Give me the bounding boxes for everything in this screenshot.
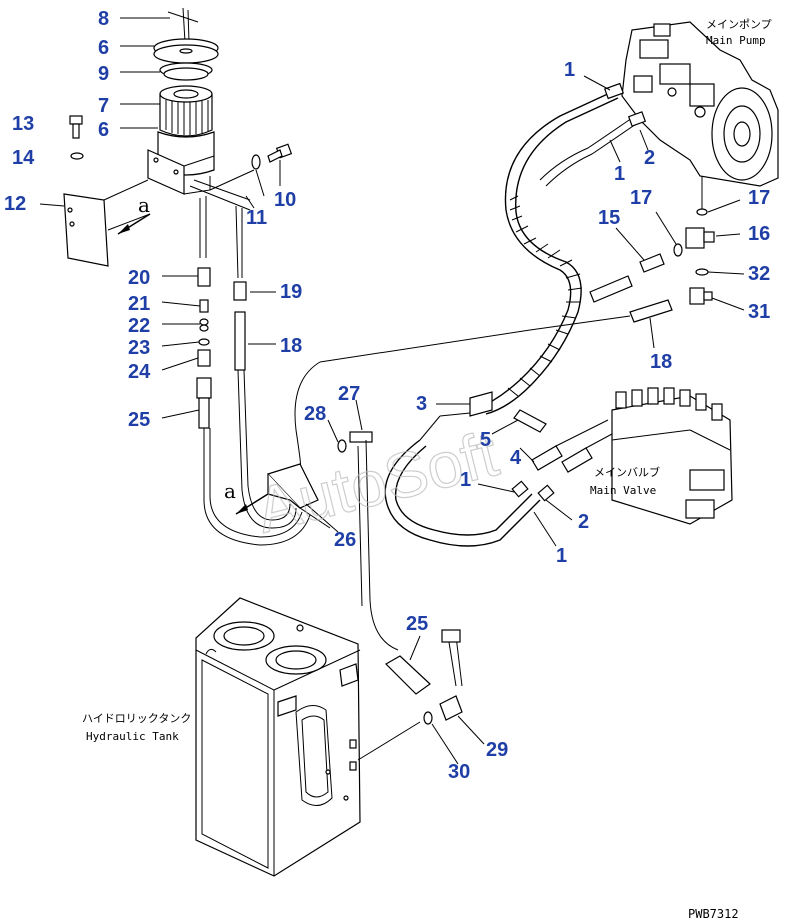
callout-1-pump-lower: 1 [614, 163, 625, 185]
callout-1-pump-upper: 1 [564, 59, 575, 81]
callout-17-left: 17 [630, 187, 652, 209]
callout-13: 13 [12, 113, 34, 135]
callout-18-left: 18 [280, 335, 302, 357]
callout-16: 16 [748, 223, 770, 245]
callout-32: 32 [748, 263, 770, 285]
main-hoses [384, 82, 647, 547]
callout-27: 27 [338, 383, 360, 405]
callout-17-right: 17 [748, 187, 770, 209]
main-pump-label-jp: メインポンプ [706, 18, 772, 31]
view-a-label-top: a [138, 193, 150, 217]
callout-28: 28 [304, 403, 326, 425]
callout-11: 11 [246, 207, 267, 229]
tank-fittings [357, 655, 463, 761]
callout-31: 31 [748, 301, 770, 323]
drawing-code: PWB7312 [688, 907, 739, 921]
callout-2-pump: 2 [644, 147, 655, 169]
guide-lines [294, 361, 463, 687]
filter-assembly [147, 7, 251, 279]
callout-20: 20 [128, 267, 150, 289]
callout-18-right: 18 [650, 351, 672, 373]
callout-29: 29 [486, 739, 508, 761]
callout-26: 26 [334, 529, 356, 551]
callouts: 8 6 9 7 6 13 14 12 10 11 20 21 22 23 24 … [4, 8, 770, 783]
hydraulic-tank: ハイドロリックタンク Hydraulic Tank [82, 597, 361, 877]
bolt-washer-10-11 [209, 143, 293, 191]
callout-15: 15 [598, 207, 620, 229]
main-valve-label-en: Main Valve [590, 484, 656, 497]
callout-21: 21 [128, 293, 150, 315]
callout-30: 30 [448, 761, 470, 783]
fittings-stack-left [196, 267, 311, 546]
clamp-assembly [337, 391, 547, 453]
callout-25-upper: 25 [128, 409, 150, 431]
callout-1-valve-left: 1 [460, 469, 471, 491]
main-pump-label-en: Main Pump [706, 34, 766, 47]
pump-fittings [319, 208, 715, 363]
callout-12: 12 [4, 193, 26, 215]
callout-1-valve-lower: 1 [556, 545, 567, 567]
callout-10: 10 [274, 189, 296, 211]
main-valve-label-jp: メインバルブ [594, 465, 660, 479]
callout-8: 8 [98, 8, 109, 30]
fittings-stack-right [233, 281, 297, 529]
callout-22: 22 [128, 315, 150, 337]
callout-4: 4 [510, 447, 522, 469]
main-pump: メインポンプ Main Pump [621, 18, 779, 210]
callout-24: 24 [128, 361, 151, 383]
hydraulic-tank-label-jp: ハイドロリックタンク [82, 712, 191, 725]
callout-2-valve: 2 [578, 511, 589, 533]
view-a-label-bottom: a [224, 479, 236, 503]
callout-3: 3 [416, 393, 427, 415]
mounting-plate: a [63, 115, 151, 267]
callout-14: 14 [12, 147, 35, 169]
callout-19: 19 [280, 281, 302, 303]
callout-6-case: 6 [98, 119, 109, 141]
callout-25-lower: 25 [406, 613, 428, 635]
callout-9: 9 [98, 63, 109, 85]
leader-lines [39, 17, 745, 765]
main-valve: メインバルブ Main Valve [531, 387, 733, 525]
callout-23: 23 [128, 337, 150, 359]
callout-7: 7 [98, 95, 109, 117]
callout-5: 5 [480, 429, 491, 451]
bracket-26: a [224, 463, 331, 529]
hydraulic-tank-label-en: Hydraulic Tank [86, 730, 179, 743]
callout-6-cover: 6 [98, 37, 109, 59]
